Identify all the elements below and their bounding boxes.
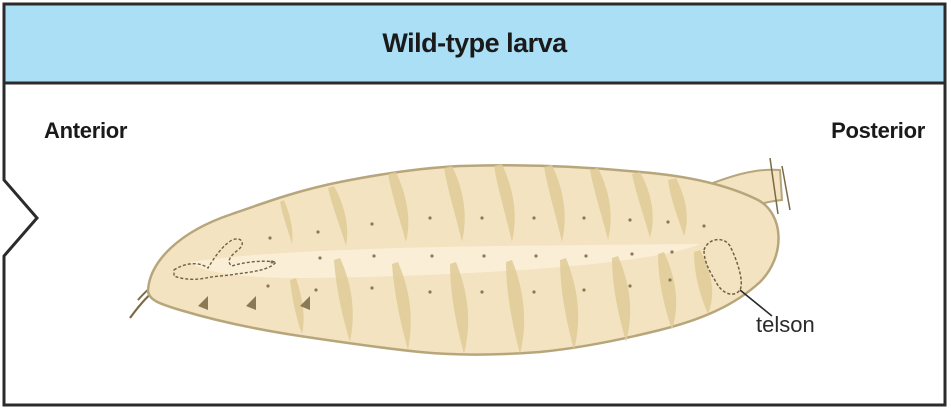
larva-drawing	[130, 158, 790, 355]
diagram-title: Wild-type larva	[4, 4, 945, 82]
posterior-label: Posterior	[831, 118, 925, 144]
anterior-label: Anterior	[44, 118, 127, 144]
telson-label: telson	[756, 312, 815, 338]
